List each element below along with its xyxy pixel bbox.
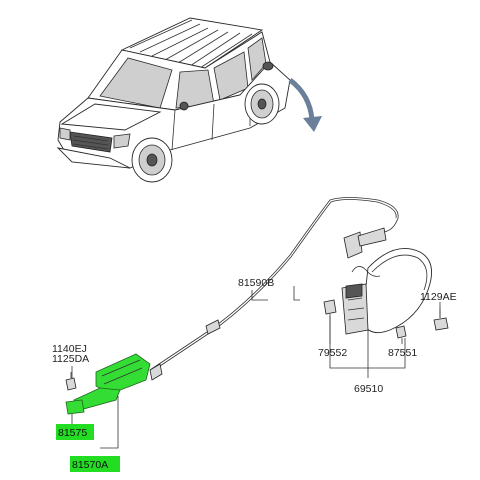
highlight-81570A[interactable]: 81570A	[70, 456, 120, 472]
label-1140EJ: 1140EJ	[52, 343, 87, 355]
highlight-81575[interactable]: 81575	[56, 424, 94, 440]
label-1125DA: 1125DA	[52, 353, 89, 365]
suv-illustration	[56, 17, 291, 183]
fuel-filler-door-assembly	[323, 227, 449, 339]
label-81570A: 81570A	[72, 459, 108, 471]
label-69510: 69510	[354, 383, 383, 395]
label-79552: 79552	[318, 347, 347, 359]
label-81590B: 81590B	[238, 277, 274, 289]
label-81575: 81575	[58, 427, 87, 439]
leader-lines	[71, 286, 441, 449]
release-handle-assembly	[65, 353, 151, 415]
label-1129AE: 1129AE	[420, 291, 457, 303]
pointer-arrow-icon	[288, 78, 322, 132]
label-87551: 87551	[388, 347, 417, 359]
